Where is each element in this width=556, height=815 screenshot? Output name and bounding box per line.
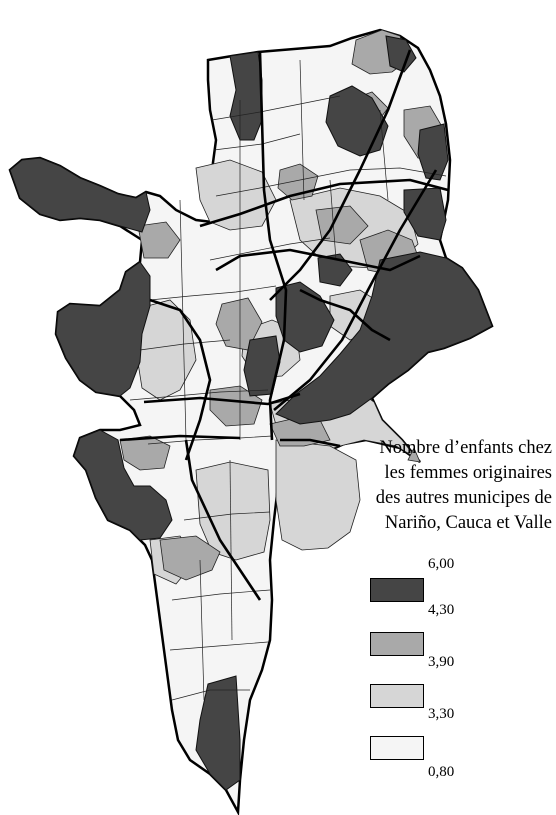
legend-swatch-class-2: [370, 632, 424, 656]
legend-swatch-class-3: [370, 684, 424, 708]
legend-swatch-class-4: [370, 736, 424, 760]
legend-break-1: 6,00: [428, 556, 455, 572]
legend-break-4: 3,30: [428, 706, 455, 722]
legend-break-5: 0,80: [428, 764, 455, 780]
neighbourhood-boundaries: [129, 59, 447, 701]
legend-title: Nombre d’enfants chez les femmes origina…: [375, 438, 552, 533]
main-roads: [119, 49, 449, 601]
legend-break-3: 3,90: [428, 654, 455, 670]
legend-break-2: 4,30: [428, 602, 455, 618]
legend-swatch-class-1: [370, 578, 424, 602]
